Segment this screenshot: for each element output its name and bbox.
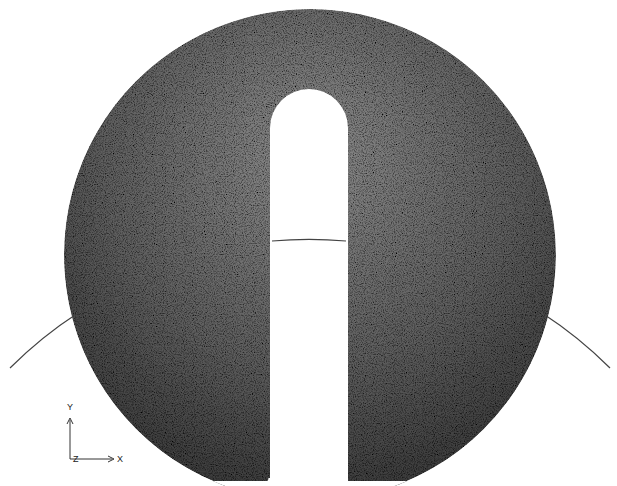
slot (270, 89, 348, 486)
slotted-sphere (64, 9, 556, 486)
axis-label: X (117, 454, 123, 464)
axis-label: Y (67, 402, 73, 412)
axis-label: Z (73, 454, 79, 464)
outer-arc (10, 313, 78, 368)
sphere-mesh (64, 9, 556, 486)
slot-edge (248, 478, 270, 484)
outer-arc (542, 313, 610, 368)
axis-arrow (67, 418, 73, 424)
axis-arrow (108, 456, 114, 462)
inner-arc (272, 239, 346, 241)
y-axis (70, 420, 71, 459)
